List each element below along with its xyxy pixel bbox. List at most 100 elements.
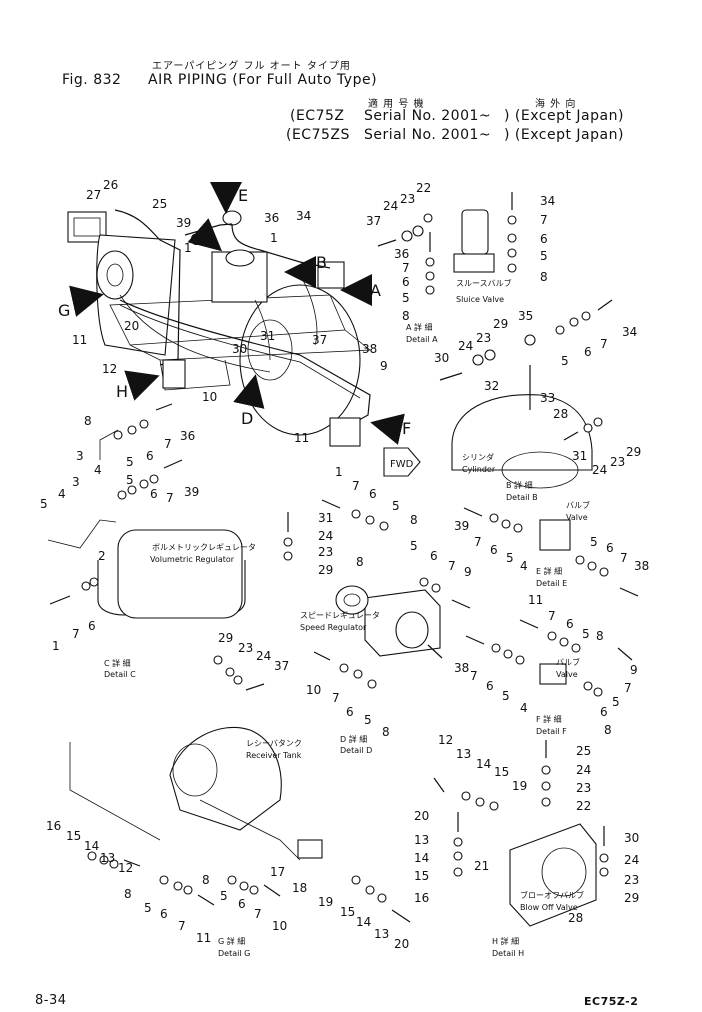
callout: 39 xyxy=(454,519,469,533)
serial-line-1-serial: Serial No. 2001~ xyxy=(364,108,492,124)
detail-b: 35 29 23 24 30 32 33 28 5 6 7 34 31 24 2… xyxy=(434,299,641,502)
callout: 25 xyxy=(576,744,591,758)
callout: 16 xyxy=(414,891,429,905)
callout: 5 xyxy=(582,627,590,641)
detail-a-label: Detail A xyxy=(406,335,438,344)
detail-b-name: Cylinder xyxy=(462,465,496,474)
callout: 24 xyxy=(458,339,473,353)
callout: 34 xyxy=(296,209,311,223)
callout: 36 xyxy=(180,429,195,443)
callout: 23 xyxy=(238,641,253,655)
detail-d-label: Detail D xyxy=(340,746,372,755)
callout: 29 xyxy=(218,631,233,645)
detail-c-jp-label: C 詳 細 xyxy=(104,658,131,668)
callout: 36 xyxy=(394,247,409,261)
callout: 6 xyxy=(160,907,168,921)
callout: 31 xyxy=(572,449,587,463)
detail-h: 12 13 14 15 19 20 13 14 15 16 21 25 24 2… xyxy=(414,733,639,958)
callout: 3 xyxy=(72,475,80,489)
detail-g-label: Detail G xyxy=(218,949,250,958)
receiver-tank-shape xyxy=(169,726,282,831)
detail-e-jp-name: バルブ xyxy=(566,500,590,510)
callout: 19 xyxy=(512,779,527,793)
detail-f-jp-name: バルブ xyxy=(556,657,580,667)
callout: 6 xyxy=(402,275,410,289)
callout: 6 xyxy=(346,705,354,719)
callout: 13 xyxy=(456,747,471,761)
callout: 23 xyxy=(476,331,491,345)
callout: 34 xyxy=(622,325,637,339)
callout: 12 xyxy=(438,733,453,747)
callout: 6 xyxy=(238,897,246,911)
figure-title: AIR PIPING (For Full Auto Type) xyxy=(148,72,378,88)
callout: 20 xyxy=(394,937,409,951)
callout: 5 xyxy=(144,901,152,915)
callout: 5 xyxy=(392,499,400,513)
detail-f-jp-label: F 詳 細 xyxy=(536,714,562,724)
serial-line-2-serial: Serial No. 2001~ xyxy=(364,127,492,143)
callout: 12 xyxy=(102,362,117,376)
cylinder-shape xyxy=(451,394,593,471)
callout: 24 xyxy=(256,649,271,663)
detail-g-jp-label: G 詳 細 xyxy=(218,936,245,946)
callout: 8 xyxy=(382,725,390,739)
callout: 5 xyxy=(220,889,228,903)
callout: 11 xyxy=(528,593,543,607)
detail-c-label: Detail C xyxy=(104,670,136,679)
callout: 23 xyxy=(576,781,591,795)
callout: 11 xyxy=(294,431,309,445)
callout: 6 xyxy=(606,541,614,555)
callout: 11 xyxy=(72,333,87,347)
callout: 6 xyxy=(486,679,494,693)
arrow-c-label: C xyxy=(190,230,201,249)
callout: 37 xyxy=(274,659,289,673)
arrow-h-label: H xyxy=(116,382,128,401)
callout: 6 xyxy=(566,617,574,631)
callout: 29 xyxy=(626,445,641,459)
callout: 8 xyxy=(124,887,132,901)
detail-c: 8 5 6 7 36 3 4 5 6 7 39 5 4 3 2 1 7 6 29… xyxy=(40,403,289,691)
callout: 24 xyxy=(383,199,398,213)
callout: 6 xyxy=(150,487,158,501)
callout: 1 xyxy=(335,465,343,479)
callout: 3 xyxy=(76,449,84,463)
callout: 15 xyxy=(340,905,355,919)
fwd-label: FWD xyxy=(390,459,414,470)
callout: 4 xyxy=(520,559,528,573)
detail-e-jp-label: E 詳 細 xyxy=(536,566,562,576)
detail-g-name: Receiver Tank xyxy=(246,751,302,760)
arrow-g-label: G xyxy=(58,301,70,320)
callout: 28 xyxy=(568,911,583,925)
callout: 8 xyxy=(604,723,612,737)
callout: 8 xyxy=(202,873,210,887)
arrow-b-label: B xyxy=(316,253,327,272)
callout: 27 xyxy=(86,188,101,202)
bracket-f-shape xyxy=(329,417,361,447)
detail-h-label: Detail H xyxy=(492,949,524,958)
callout: 5 xyxy=(502,689,510,703)
serial-line-1-model: (EC75Z xyxy=(290,108,345,124)
callout: 7 xyxy=(474,535,482,549)
callout: 5 xyxy=(612,695,620,709)
callout: 7 xyxy=(548,609,556,623)
callout: 14 xyxy=(476,757,491,771)
callout: 5 xyxy=(364,713,372,727)
callout: 20 xyxy=(414,809,429,823)
detail-g-jp-name: レシーバタンク xyxy=(246,739,302,748)
callout: 15 xyxy=(494,765,509,779)
callout: 33 xyxy=(540,391,555,405)
callout: 15 xyxy=(66,829,81,843)
callout: 13 xyxy=(374,927,389,941)
callout: 31 xyxy=(260,329,275,343)
callout: 7 xyxy=(352,479,360,493)
callout: 8 xyxy=(596,629,604,643)
callout: 17 xyxy=(270,865,285,879)
callout: 30 xyxy=(434,351,449,365)
callout: 7 xyxy=(332,691,340,705)
callout: 24 xyxy=(592,463,607,477)
callout: 4 xyxy=(94,463,102,477)
callout: 5 xyxy=(410,539,418,553)
callout: 23 xyxy=(318,545,333,559)
callout: 5 xyxy=(561,354,569,368)
